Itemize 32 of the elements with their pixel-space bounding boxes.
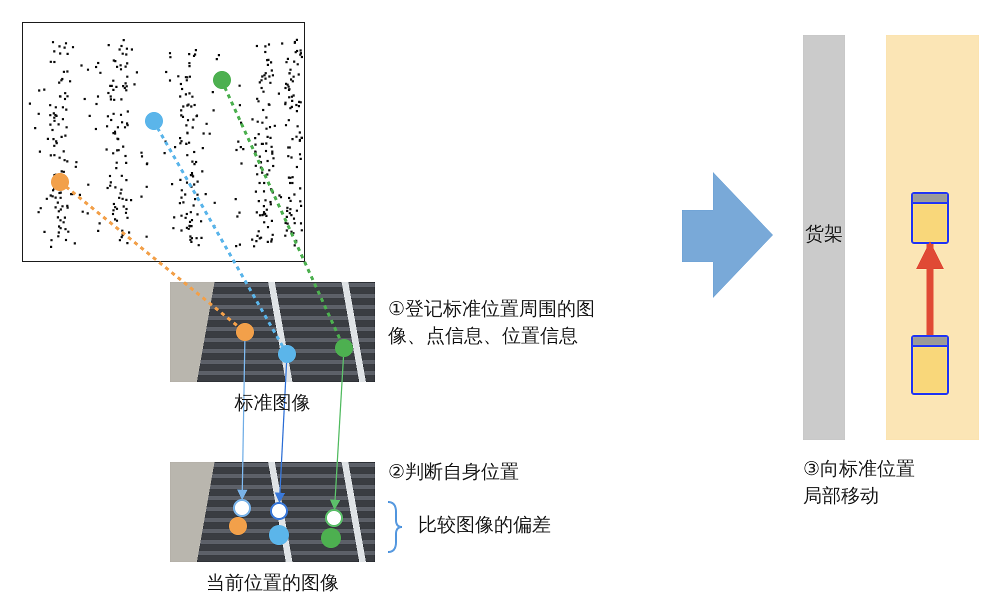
point-cloud-drawing — [22, 22, 305, 262]
arrow — [274, 362, 288, 504]
arrow — [237, 341, 248, 500]
hollow-marker — [233, 499, 251, 517]
camera-image — [170, 282, 375, 382]
robot-box — [911, 192, 949, 244]
travel-lane — [886, 35, 979, 440]
dotted-line — [156, 127, 284, 347]
feature-point — [335, 339, 353, 357]
note-text: 比较图像的偏差 — [418, 513, 552, 538]
step-text: ③向标准位置局部移动 — [803, 457, 916, 509]
feature-point — [278, 345, 296, 363]
camera-image — [170, 462, 375, 562]
dotted-line — [223, 86, 342, 340]
feature-point — [321, 528, 341, 548]
step-text: ①登记标准位置周围的图像、点信息、位置信息 — [388, 297, 596, 349]
shelf-label: 货架 — [804, 222, 844, 247]
feature-point — [236, 323, 254, 341]
feature-point — [229, 517, 247, 535]
hollow-marker — [270, 502, 288, 520]
robot-box — [911, 335, 949, 395]
step-text: ②判断自身位置 — [388, 460, 520, 485]
feature-point — [213, 71, 231, 89]
dotted-line — [65, 186, 239, 328]
hollow-marker — [325, 509, 343, 527]
feature-point — [269, 525, 289, 545]
feature-point — [51, 173, 69, 191]
image-caption: 当前位置的图像 — [205, 571, 340, 596]
shelf-band — [803, 35, 845, 440]
arrow — [330, 356, 344, 510]
arrow — [916, 241, 944, 335]
feature-point — [145, 112, 163, 130]
